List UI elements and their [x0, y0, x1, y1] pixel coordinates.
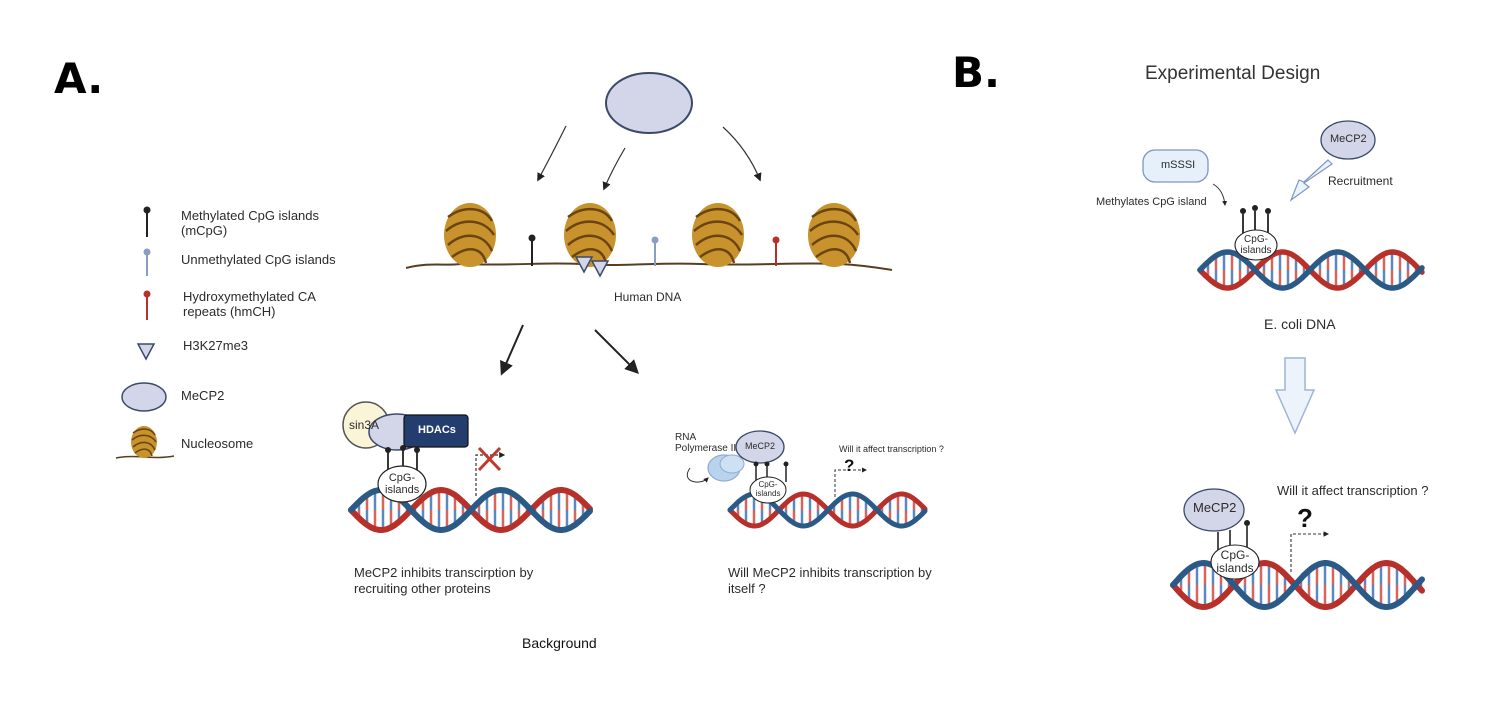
- unmethylated-cpg-lollipop: [651, 236, 659, 266]
- nucleosome-3: [692, 203, 744, 267]
- panel-b-label: B.: [952, 48, 1000, 97]
- mecp2-top-ellipse: [605, 72, 693, 134]
- experimental-design-title: Experimental Design: [1145, 63, 1321, 84]
- dna-helix-a-left: [348, 486, 593, 534]
- sin3a-label: sin3A: [349, 418, 380, 432]
- h3k27me3-triangle-2: [590, 260, 610, 278]
- methylates-curve-arrow: [1212, 183, 1228, 206]
- left-caption: MeCP2 inhibits transcirption by recruiti…: [354, 565, 534, 596]
- cpg-islands-b-top-ellipse: [1234, 229, 1278, 261]
- legend-unmethylated-label: Unmethylated CpG islands: [181, 252, 336, 267]
- msssi-box: [1142, 149, 1209, 183]
- arrow-to-nucleosome-2: [602, 147, 626, 191]
- question-mark-b: ?: [1297, 503, 1313, 533]
- mecp2-b-bottom-ellipse: [1183, 488, 1245, 532]
- right-caption: Will MeCP2 inhibits transcription by its…: [728, 565, 932, 596]
- mecp2-right-ellipse: [735, 430, 785, 464]
- legend-mecp2-icon: [121, 382, 167, 412]
- hdacs-box: [403, 414, 469, 448]
- arrow-to-nucleosome-1: [537, 125, 567, 182]
- ecoli-dna-label: E. coli DNA: [1264, 316, 1336, 332]
- dna-strand: [1170, 559, 1425, 611]
- rna-polymerase-icon: [707, 454, 745, 482]
- hdacs-label: HDACs: [418, 424, 456, 436]
- nucleosome-2: [564, 203, 616, 267]
- legend-nucleosome-label: Nucleosome: [181, 436, 254, 451]
- methylated-cpg-lollipop: [528, 234, 536, 266]
- blocked-transcription-arrow: [475, 452, 506, 496]
- right-transcription-arrow: [834, 467, 867, 497]
- dna-strand: [1197, 249, 1425, 291]
- legend-methylated-label: Methylated CpG islands (mCpG): [181, 208, 320, 238]
- dna-strand: [1170, 559, 1425, 611]
- nucleosome-1: [444, 203, 496, 267]
- will-affect-small-label: Will it affect transcription ?: [839, 444, 944, 454]
- mecp2-b-top-ellipse: [1320, 120, 1376, 160]
- cpg-islands-b-top-label: CpG- islands: [1240, 234, 1272, 256]
- mecp2-b-top-label: MeCP2: [1330, 133, 1367, 145]
- rna-pol-curve-arrow: [686, 467, 709, 483]
- legend-methylated-icon: [143, 206, 151, 237]
- legend-nucleosome-icon: [115, 426, 175, 459]
- legend-mecp2-label: MeCP2: [181, 388, 225, 403]
- panel-a-label: A.: [54, 54, 104, 103]
- cpg-islands-b-bottom-label: CpG- islands: [1216, 548, 1254, 575]
- dna-helix-b-top: [1197, 249, 1425, 291]
- hydroxymethylated-lollipop: [772, 236, 780, 266]
- legend-hydroxymethylated-label: Hydroxymethylated CA repeats (hmCH): [183, 289, 316, 319]
- methylates-label: Methylates CpG island: [1096, 196, 1207, 208]
- recruitment-arrow: [1289, 159, 1333, 202]
- cpg-islands-b-bottom-ellipse: [1210, 544, 1260, 580]
- big-down-arrow: [1274, 357, 1316, 435]
- b-transcription-arrow: [1290, 531, 1330, 572]
- cpg-islands-left-label: CpG- islands: [385, 472, 420, 496]
- dna-helix-b-bottom: [1170, 559, 1425, 611]
- arrow-down-right: [594, 329, 639, 374]
- arrow-to-nucleosome-3: [722, 126, 762, 182]
- mecp2-b-bottom-label: MeCP2: [1193, 500, 1237, 515]
- recruitment-label: Recruitment: [1328, 174, 1393, 188]
- question-mark-a: ?: [844, 456, 855, 475]
- cpg-islands-left-ellipse: [377, 465, 427, 503]
- mecp2-small-label: MeCP2: [745, 441, 776, 451]
- nucleosome-4: [808, 203, 860, 267]
- background-label: Background: [522, 635, 597, 651]
- arrow-down-left: [500, 324, 524, 376]
- blocked-cross: [477, 446, 502, 472]
- will-affect-label: Will it affect transcription ?: [1277, 483, 1429, 498]
- h3k27me3-triangle-1: [574, 256, 594, 274]
- human-dna-label: Human DNA: [614, 290, 682, 304]
- legend-unmethylated-icon: [143, 248, 151, 276]
- legend-hydroxymethylated-icon: [143, 290, 151, 320]
- dna-helix-a-right: [727, 491, 928, 529]
- rna-pol-label: RNA Polymerase II: [675, 432, 737, 454]
- cpg-islands-right-ellipse: [749, 476, 787, 504]
- msssi-label: mSSSI: [1161, 159, 1196, 171]
- legend-h3k27me3-icon: [136, 343, 156, 361]
- legend-h3k27me3-label: H3K27me3: [183, 338, 249, 353]
- cpg-islands-right-label: CpG- islands: [755, 480, 781, 498]
